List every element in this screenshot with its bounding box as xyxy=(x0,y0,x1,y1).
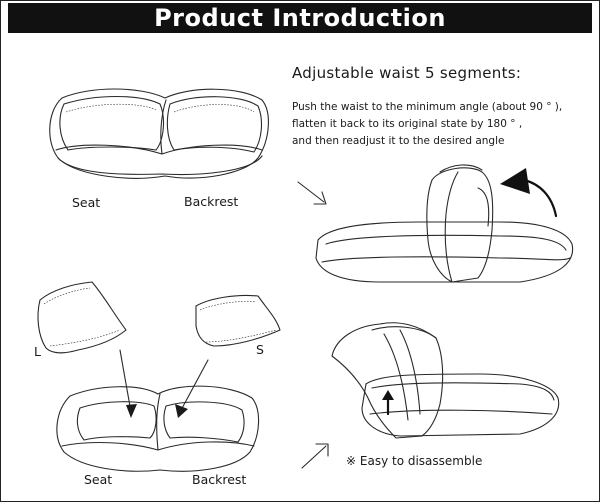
adjust-line-2: flatten it back to its original state by… xyxy=(292,118,523,130)
top-backrest-label: Backrest xyxy=(184,194,239,209)
up-arrow-small xyxy=(382,390,394,416)
bottom-seat-label: Seat xyxy=(84,472,113,487)
note-text: Easy to disassemble xyxy=(359,454,483,468)
adjust-line-3: and then readjust it to the desired angl… xyxy=(292,135,505,147)
cushion-large-illustration xyxy=(37,281,127,354)
sofa-assembled-illustration xyxy=(56,385,260,472)
insert-arrows xyxy=(119,349,209,418)
curved-rotate-arrow xyxy=(500,168,558,218)
top-seat-label: Seat xyxy=(72,195,101,210)
page-title: Product Introduction xyxy=(8,3,592,33)
flat-sofa-top-illustration xyxy=(49,88,269,179)
push-arrow-bottom xyxy=(301,443,329,469)
sofa-upright-illustration xyxy=(331,322,560,439)
bottom-backrest-label: Backrest xyxy=(192,472,247,487)
disassemble-note: ※ Easy to disassemble xyxy=(346,454,482,468)
sofa-reclined-illustration xyxy=(315,164,574,283)
push-arrow-top xyxy=(297,181,327,205)
adjust-line-1: Push the waist to the minimum angle (abo… xyxy=(292,101,563,113)
cushion-large-label: L xyxy=(34,344,41,359)
adjust-heading: Adjustable waist 5 segments: xyxy=(292,64,522,82)
note-symbol: ※ xyxy=(346,454,357,468)
cushion-small-illustration xyxy=(195,294,281,347)
adjust-description: Push the waist to the minimum angle (abo… xyxy=(292,99,562,150)
cushion-small-label: S xyxy=(256,342,264,357)
